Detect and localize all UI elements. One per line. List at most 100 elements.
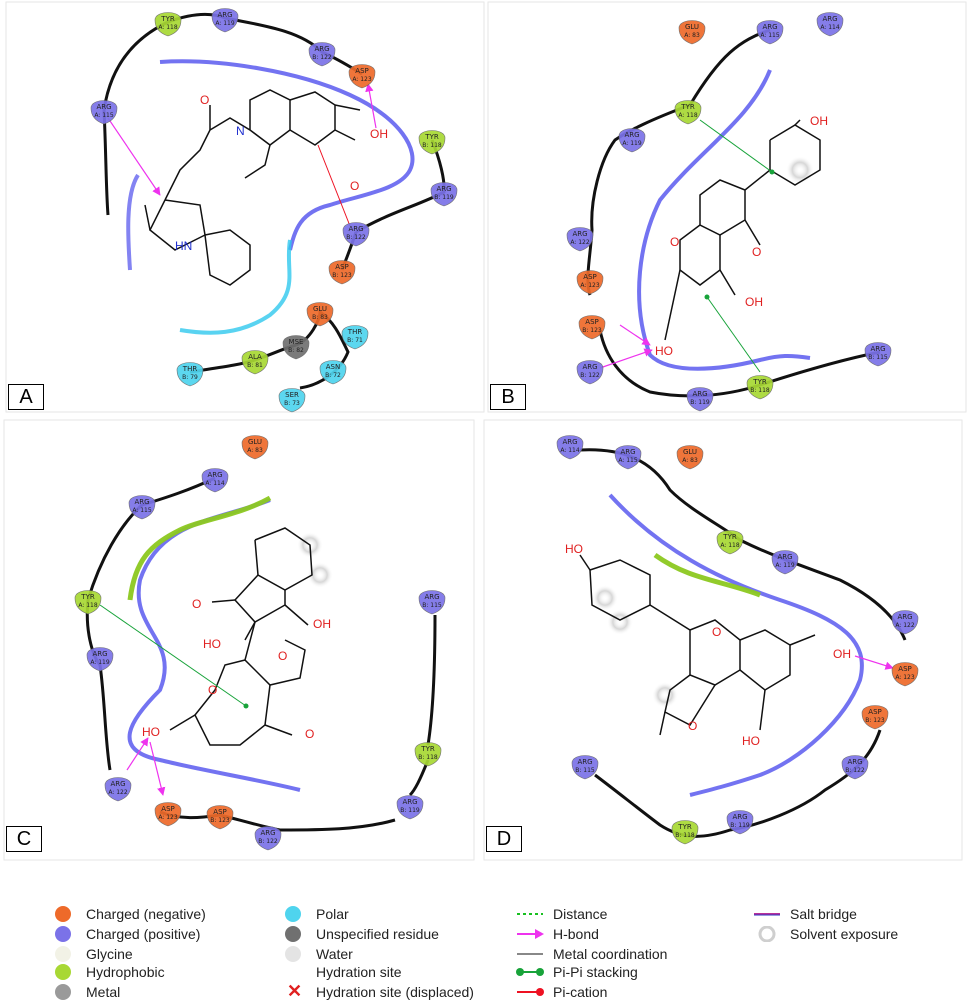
residue-shape <box>328 260 356 285</box>
residue-shape <box>576 360 604 385</box>
residue-shape <box>308 42 336 67</box>
residue-name: ARG <box>897 613 912 621</box>
ligand-d <box>579 554 816 736</box>
atom-b-ho: HO <box>655 344 673 358</box>
residue-shape <box>891 662 919 687</box>
legend-water-icon <box>278 946 308 962</box>
residue-shape <box>241 350 269 375</box>
hbond-a-1 <box>107 117 161 196</box>
residue-chain: B: 73 <box>284 400 300 407</box>
residue-shape <box>678 20 706 45</box>
hbond-a-2 <box>365 83 377 129</box>
legend-item: Hydrophobic <box>48 964 165 980</box>
atom-b-oh2: OH <box>745 295 763 309</box>
legend-glycine-icon <box>48 946 78 962</box>
legend-label: Water <box>316 946 353 962</box>
legend-label: Charged (positive) <box>86 926 201 942</box>
panel-b-frame <box>487 1 967 413</box>
residue-chain: A: 115 <box>94 112 114 119</box>
ligand-c <box>169 527 313 746</box>
residue-name: ARG <box>314 45 329 53</box>
residue-chain: A: 118 <box>158 24 178 31</box>
residue-shape <box>74 590 102 615</box>
residue-chain: B: 115 <box>422 602 442 609</box>
atom-a-n: N <box>236 124 245 138</box>
residue-name: TYR <box>80 593 95 601</box>
residue-chain: A: 118 <box>78 602 98 609</box>
legend: Charged (negative) Charged (positive) Gl… <box>0 900 969 1002</box>
residue-chain: A: 83 <box>684 32 700 39</box>
residue-chain: B: 119 <box>690 399 710 406</box>
backbone-d-top <box>579 448 907 641</box>
atom-c-ho2: HO <box>142 725 160 739</box>
residue-shape <box>86 647 114 672</box>
residue-name: ASP <box>335 263 348 271</box>
residue-chain: A: 122 <box>570 239 590 246</box>
pipi-c-1-dot <box>243 703 249 709</box>
residue-shape <box>206 805 234 830</box>
legend-label: Glycine <box>86 946 133 962</box>
legend-label: Hydration site (displaced) <box>316 984 474 1000</box>
residue-shape <box>576 270 604 295</box>
residue-chain: B: 122 <box>845 767 865 774</box>
residue-shape <box>348 64 376 89</box>
residue-shape <box>614 445 642 470</box>
residue-shape <box>211 8 239 33</box>
panel-label-b: B <box>490 384 526 410</box>
legend-item: Charged (positive) <box>48 926 200 942</box>
pication-a <box>317 144 351 227</box>
interaction-diagrams: O N OH O HN OH O O OH HO <box>3 1 967 861</box>
pipi-c-1 <box>99 604 247 707</box>
panel-c: O OH HO O O O HO <box>85 476 437 832</box>
residue-chain: A: 119 <box>622 140 642 147</box>
legend-saltbridge-icon <box>752 906 782 922</box>
residue-chain: A: 114 <box>820 24 840 31</box>
residue-name: TYR <box>420 745 435 753</box>
residue-name: TYR <box>677 823 692 831</box>
residue-shape <box>418 130 446 155</box>
residue-shape <box>726 810 754 835</box>
residue-name: ARG <box>572 230 587 238</box>
residue-shape <box>418 590 446 615</box>
backbone-c-bottom <box>159 810 396 832</box>
legend-label: Hydrophobic <box>86 964 165 980</box>
residue-shape <box>861 705 889 730</box>
residue-name: ARG <box>207 471 222 479</box>
atom-a-o2: O <box>350 179 359 193</box>
residue-name: ARG <box>424 593 439 601</box>
residue-chain: A: 123 <box>352 76 372 83</box>
residue-chain: B: 119 <box>434 194 454 201</box>
solvent-d-2 <box>607 609 633 635</box>
panel-label-d: D <box>486 826 522 852</box>
atom-d-oh: OH <box>833 647 851 661</box>
residue-chain: A: 119 <box>90 659 110 666</box>
residue-name: ARG <box>870 345 885 353</box>
residue-chain: A: 118 <box>720 542 740 549</box>
residue-name: ASP <box>898 665 911 673</box>
atom-c-o1: O <box>192 597 201 611</box>
residue-shape <box>342 222 370 247</box>
legend-positive-icon <box>48 926 78 942</box>
residue-shape <box>201 468 229 493</box>
residue-name: ARG <box>847 758 862 766</box>
backbone-c-right <box>426 614 437 746</box>
legend-item: Glycine <box>48 946 133 962</box>
